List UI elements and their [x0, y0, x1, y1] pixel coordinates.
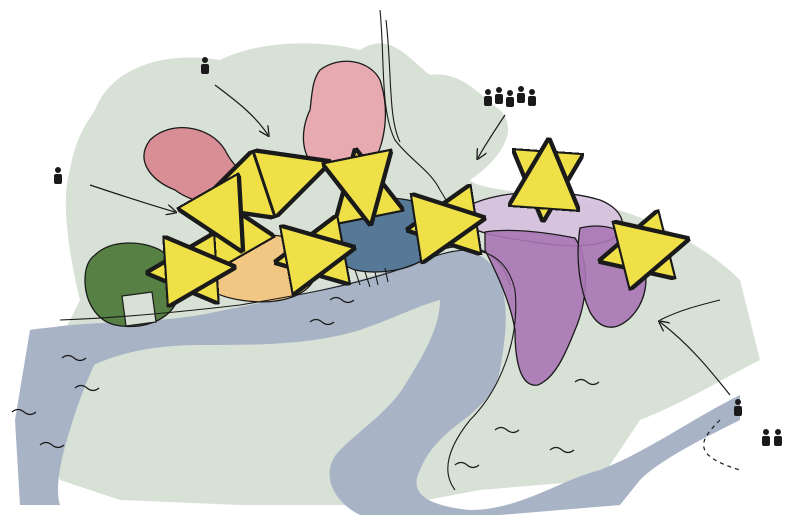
person-left — [54, 167, 62, 184]
pair-bottom-right — [762, 429, 782, 446]
person-bottom-right — [734, 399, 742, 416]
arrow-green-orange — [160, 268, 222, 272]
person-top — [201, 57, 209, 74]
arrow-lavender-up — [544, 152, 548, 208]
zone-pink — [303, 61, 385, 174]
zone-green-building — [122, 292, 156, 326]
group-top-right — [484, 86, 536, 107]
